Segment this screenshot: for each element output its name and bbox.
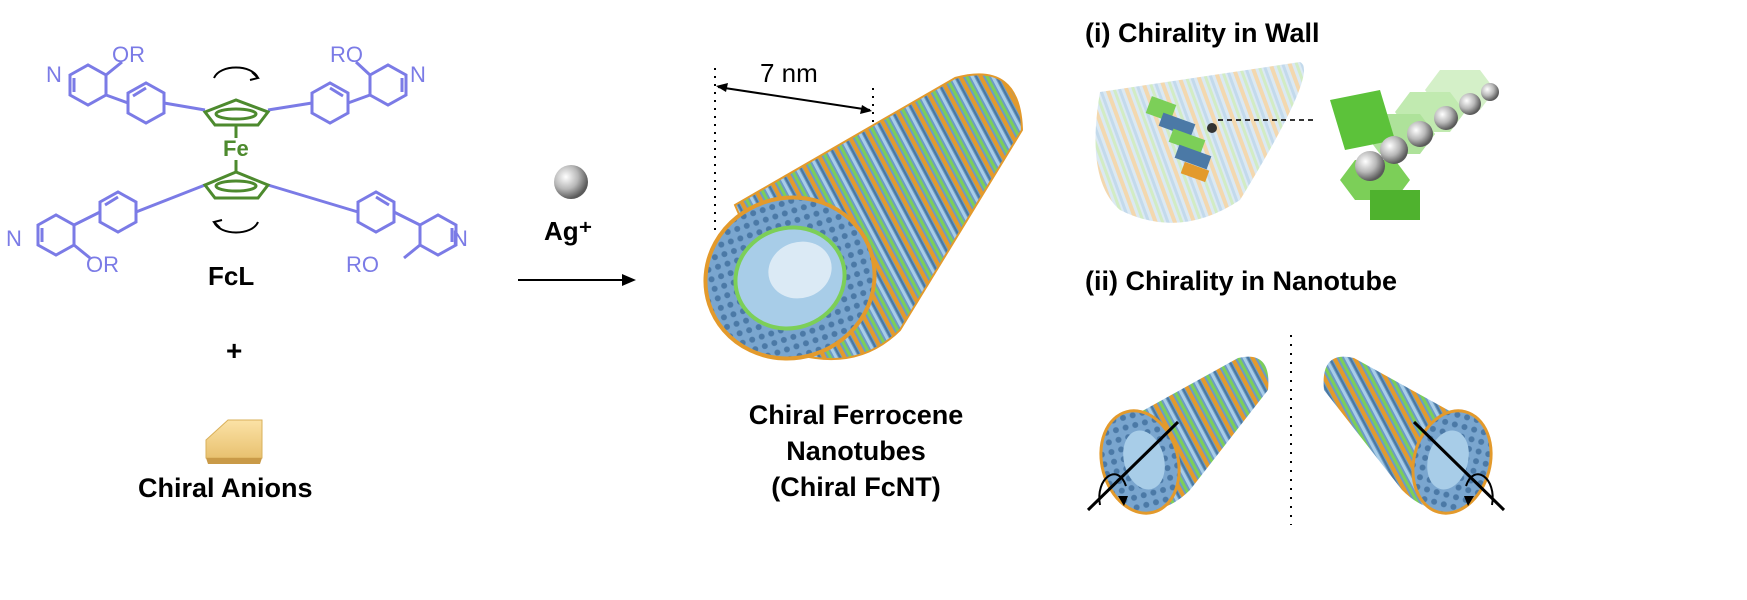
- ligand-bonds: [36, 60, 458, 260]
- or-label-upper-left: OR: [112, 42, 145, 67]
- iron-label: Fe: [223, 136, 249, 161]
- n-label-lower-left: N: [6, 226, 22, 251]
- diameter-label: 7 nm: [760, 58, 818, 88]
- panel-tube-title: (ii) Chirality in Nanotube: [1085, 266, 1397, 296]
- plus-sign: +: [226, 335, 242, 366]
- silver-ion-label: Ag⁺: [544, 216, 592, 246]
- nanotube-title-line3: (Chiral FcNT): [771, 472, 941, 502]
- wall-chirality-illustration: [1095, 62, 1499, 223]
- left-handed-nanotube: [1086, 356, 1269, 515]
- panel-wall-title: (i) Chirality in Wall: [1085, 18, 1320, 48]
- n-label-lower-right: N: [452, 226, 468, 251]
- n-label-upper-left: N: [46, 62, 62, 87]
- nanotube-illustration: [703, 68, 1024, 361]
- nanotube-title-line2: Nanotubes: [786, 436, 926, 466]
- chiral-anion-shape: [205, 419, 263, 464]
- reaction-arrow-icon: [518, 274, 636, 286]
- ro-label-upper-right: RO: [330, 42, 363, 67]
- fcl-molecule: Fe N OR RO N N OR RO N FcL: [6, 42, 468, 291]
- chiral-anions-label: Chiral Anions: [138, 473, 313, 503]
- silver-ion-sphere: [554, 165, 588, 199]
- or-label-lower-left: OR: [86, 252, 119, 277]
- n-label-upper-right: N: [410, 62, 426, 87]
- ferrocene-core: [202, 98, 271, 200]
- right-handed-nanotube: [1323, 356, 1506, 515]
- fcl-label: FcL: [208, 261, 254, 291]
- rotation-arrow-icon: [212, 66, 260, 234]
- ro-label-lower-right: RO: [346, 252, 379, 277]
- nanotube-title-line1: Chiral Ferrocene: [749, 400, 964, 430]
